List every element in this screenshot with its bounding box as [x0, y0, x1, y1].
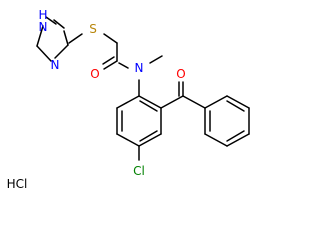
amide-oxygen-label: O — [90, 67, 99, 81]
nh-nitrogen-label: N — [39, 20, 48, 34]
sulfur-label: S — [89, 22, 97, 36]
phenyl-ring — [204, 95, 250, 147]
benzoyl-group — [160, 81, 206, 109]
chlorine-label: Cl — [133, 164, 145, 178]
chlorophenyl-ring — [116, 95, 162, 147]
nh-label: H — [38, 8, 47, 22]
amide-nitrogen-label: N — [135, 61, 144, 75]
ring-nitrogen-label: N — [51, 58, 60, 72]
hcl-label: HCl — [7, 177, 28, 191]
molecule-drawing: H N N S O N O Cl HCl — [7, 8, 250, 191]
structure-canvas: H N N S O N O Cl HCl — [7, 8, 250, 191]
thioether-chain — [68, 33, 129, 70]
ketone-oxygen-label: O — [176, 67, 185, 81]
n-methyl-bond — [149, 55, 163, 64]
imidazoline-ring — [36, 16, 69, 62]
